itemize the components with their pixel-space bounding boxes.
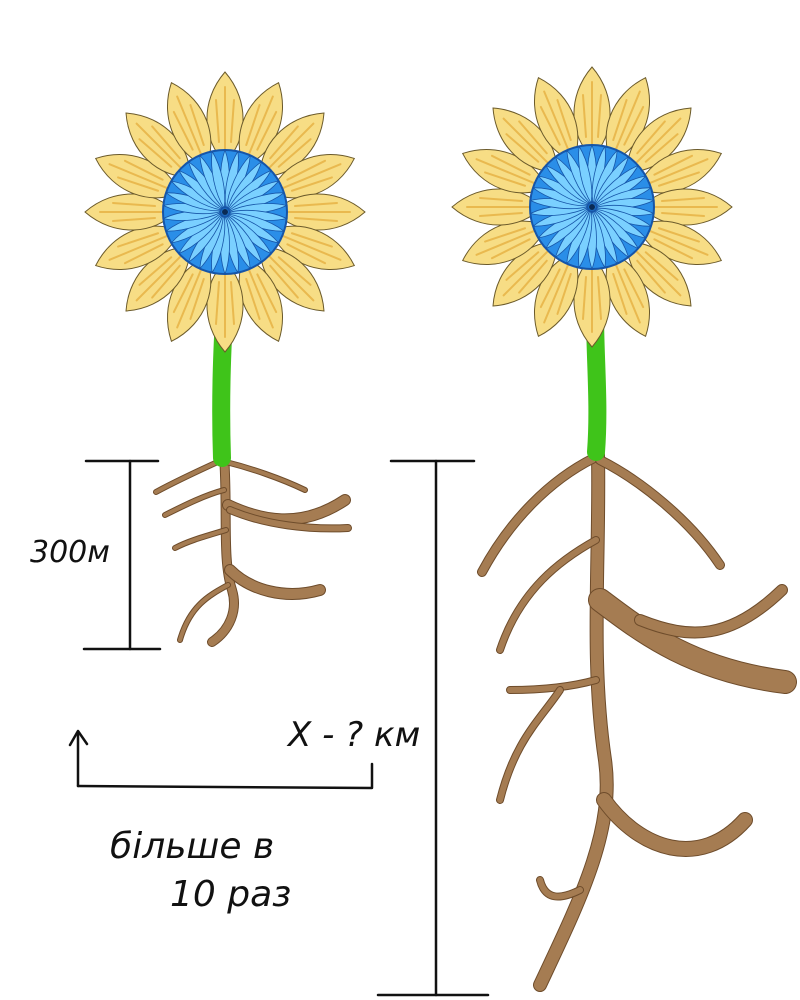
side-root: [497, 537, 599, 653]
petal: [94, 154, 180, 199]
side-root: [178, 583, 230, 642]
left-flower-head: [84, 71, 366, 353]
floret: [211, 150, 226, 210]
relation-label-line1: більше в: [110, 826, 274, 867]
up-arrow-icon: [68, 729, 374, 790]
petal: [167, 257, 212, 343]
petal: [259, 112, 325, 178]
side-root: [597, 793, 752, 856]
flower-core: [589, 204, 595, 210]
side-root: [635, 585, 787, 638]
petal: [125, 112, 191, 178]
side-root-outline: [595, 455, 725, 570]
flower-core: [222, 209, 228, 215]
petal: [451, 188, 543, 226]
small-root-length-label: 300м: [30, 535, 110, 570]
left-roots: [153, 450, 352, 647]
petal: [206, 71, 244, 163]
side-root: [224, 460, 307, 492]
petal: [206, 261, 244, 353]
petal: [573, 256, 611, 348]
side-root: [227, 507, 351, 532]
side-root: [478, 454, 598, 576]
petal: [637, 220, 723, 265]
unknown-length-label: X - ? км: [286, 715, 420, 755]
petal: [167, 81, 212, 167]
petal: [626, 241, 692, 307]
main-root: [534, 449, 613, 991]
side-root: [596, 456, 724, 569]
side-root: [589, 589, 796, 693]
side-root: [173, 528, 228, 550]
side-root: [154, 458, 224, 494]
left-measure-bracket: [82, 459, 162, 651]
petal: [534, 76, 579, 162]
side-root: [537, 877, 583, 900]
right-plant: [451, 66, 797, 992]
side-root: [225, 565, 325, 599]
petal: [274, 193, 366, 231]
side-root-outline: [496, 536, 600, 654]
right-flower-head: [451, 66, 733, 348]
main-root: [208, 451, 238, 646]
right-measure-bracket: [376, 459, 490, 997]
floret: [578, 145, 593, 205]
petal: [641, 188, 733, 226]
petal: [84, 193, 176, 231]
petal: [238, 81, 283, 167]
petal: [573, 66, 611, 158]
left-plant: [84, 71, 366, 647]
side-root: [507, 677, 599, 693]
relation-label-line2: 10 раз: [170, 874, 291, 915]
right-roots: [477, 448, 797, 992]
side-root: [163, 488, 226, 517]
side-root: [497, 687, 563, 803]
